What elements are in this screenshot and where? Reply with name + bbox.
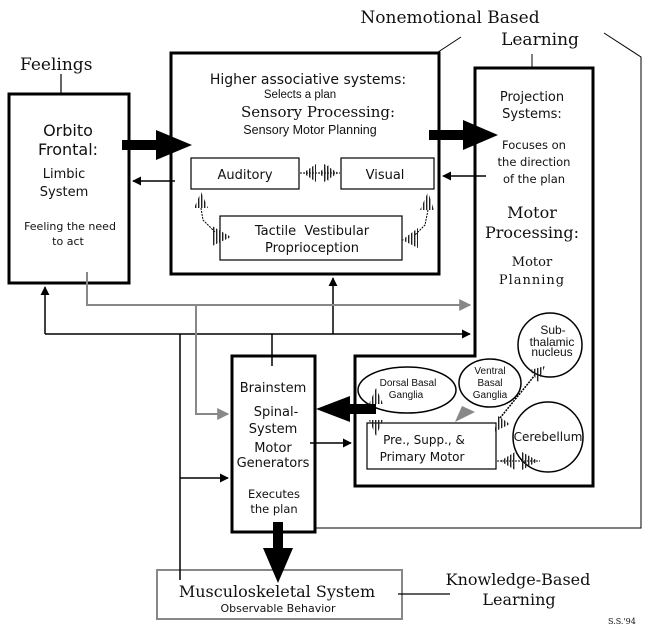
ventral-line1: Ventral: [474, 366, 505, 377]
signature: S.S.'94: [608, 617, 636, 626]
ventral-line3: Ganglia: [473, 390, 508, 401]
premotor-cerebellum-connector: [497, 452, 540, 470]
motor-planning-line2: Planning: [499, 273, 565, 288]
orbito-to-sensory-arrow: [122, 130, 192, 160]
orbito-desc2: to act: [52, 235, 84, 248]
orbito-frontal-title2: Frontal:: [38, 140, 98, 159]
visual-box: [340, 157, 435, 190]
orbito-frontal-title1: Orbito: [43, 121, 93, 140]
subthalamic-line2: thalamic: [530, 335, 575, 349]
motor-generators-line2: Generators: [237, 456, 310, 471]
auditory-label: Auditory: [217, 168, 272, 183]
grey-signal-path: [86, 272, 472, 420]
orbito-desc1: Feeling the need: [24, 220, 116, 233]
subthalamic-line1: Sub-: [540, 323, 565, 337]
limbic-line1: Limbic: [43, 167, 86, 182]
sensory-processing-heading: Sensory Processing:: [241, 103, 395, 121]
nonemotional-label-line2: Learning: [501, 30, 579, 50]
projection-desc2: the direction: [498, 155, 571, 169]
auditory-box: [190, 157, 300, 190]
premotor-box: [366, 422, 497, 470]
auditory-visual-connector: [300, 164, 340, 182]
motor-processing-heading1: Motor: [507, 203, 557, 222]
sensory-processing-subheading: Sensory Motor Planning: [243, 123, 376, 137]
brainstem-box: [230, 354, 317, 534]
spinal-line2: System: [249, 422, 297, 437]
subthalamic-line3: nucleus: [531, 345, 572, 359]
executes-line2: the plan: [250, 502, 297, 516]
spinal-line1: Spinal-: [254, 405, 299, 420]
feelings-label: Feelings: [20, 55, 92, 75]
executes-line1: Executes: [248, 487, 300, 501]
nonemotional-label-line1: Nonemotional Based: [360, 8, 539, 28]
ventral-line2: Basal: [477, 378, 502, 389]
premotor-line1: Pre., Supp., &: [383, 433, 465, 447]
projection-title2: Systems:: [502, 107, 562, 122]
dorsal-basal-ganglia-ellipse: [357, 366, 457, 414]
musculoskeletal-title: Musculoskeletal System: [179, 582, 375, 601]
musculoskeletal-subtitle: Observable Behavior: [220, 602, 336, 615]
ventral-basal-ganglia-ellipse: [458, 358, 522, 408]
tactile-label-line1: Tactile Vestibular: [254, 224, 370, 239]
nonemotional-feedback-line: [312, 32, 642, 529]
projection-desc1: Focuses on: [502, 138, 566, 152]
motor-processing-heading2: Processing:: [485, 223, 579, 242]
knowledge-line1: Knowledge-Based: [446, 570, 591, 589]
motor-to-brainstem-arrow: [316, 396, 376, 422]
higher-associative-title: Higher associative systems:: [210, 72, 406, 88]
visual-label: Visual: [366, 168, 405, 183]
brainstem-to-musculoskeletal-arrow: [263, 522, 293, 583]
orbito-frontal-box: [7, 92, 131, 285]
dorsal-line2: Ganglia: [389, 390, 424, 401]
visual-tactile-connector: [402, 192, 434, 248]
auditory-tactile-connector: [194, 192, 231, 246]
dorsal-line1: Dorsal Basal: [380, 378, 437, 389]
limbic-line2: System: [40, 185, 88, 200]
subthalamic-premotor-connector: [494, 366, 545, 432]
subthalamic-nucleus-circle: [517, 312, 583, 378]
brainstem-title: Brainstem: [240, 381, 307, 396]
premotor-line2: Primary Motor: [380, 450, 465, 464]
knowledge-line2: Learning: [482, 590, 555, 609]
projection-title1: Projection: [500, 90, 564, 105]
projection-desc3: of the plan: [503, 172, 565, 186]
main-feedback-line: [40, 277, 471, 580]
motor-generators-line1: Motor: [254, 441, 292, 456]
sensory-to-projection-arrow: [429, 120, 498, 150]
tactile-label-line2: Proprioception: [265, 241, 359, 256]
cerebellum-label: Cerebellum: [514, 430, 583, 444]
cerebellum-circle: [512, 401, 584, 473]
dorsal-premotor-connector: [369, 388, 383, 436]
motor-planning-line1: Motor: [512, 255, 553, 270]
ventral-premotor-connector: [455, 406, 475, 422]
higher-associative-subtitle: Selects a plan: [264, 89, 336, 101]
